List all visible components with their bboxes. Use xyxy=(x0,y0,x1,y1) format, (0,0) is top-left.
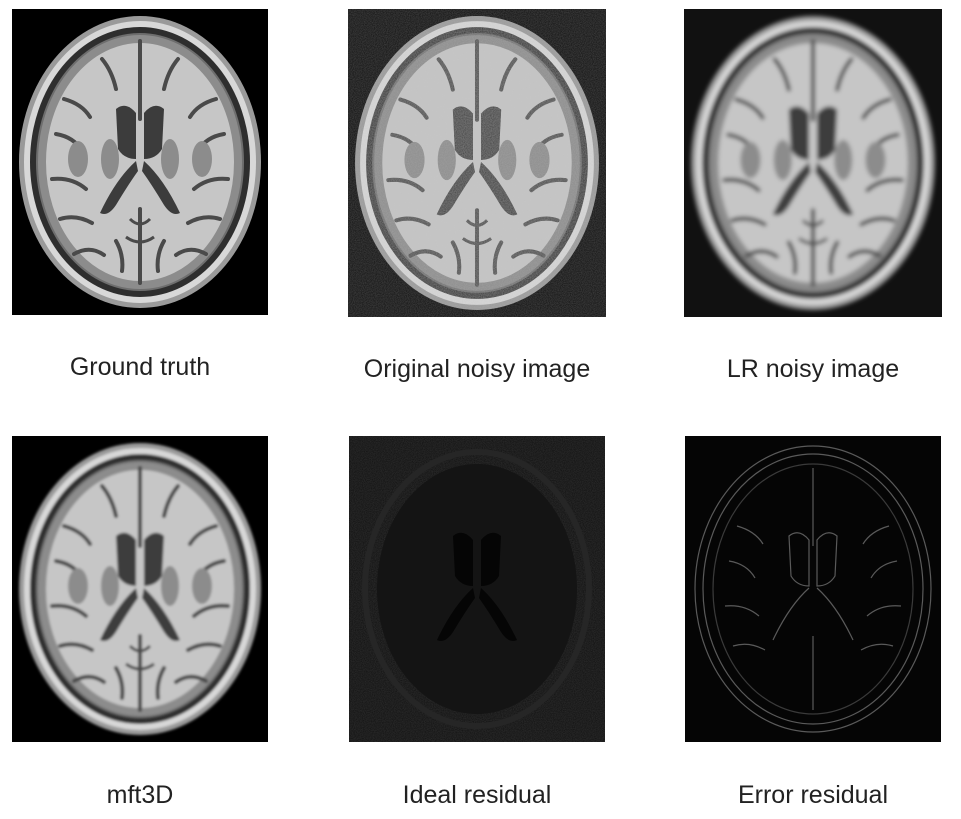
mft3d-image xyxy=(12,436,268,742)
original-noisy-image xyxy=(348,9,606,317)
caption-lr-noisy-image: LR noisy image xyxy=(726,355,900,383)
caption-ideal-residual: Ideal residual xyxy=(402,781,552,809)
caption-ground-truth: Ground truth xyxy=(69,353,211,381)
ideal-residual-image xyxy=(349,436,605,742)
caption-error-residual: Error residual xyxy=(737,781,889,809)
error-residual-image xyxy=(685,436,941,742)
caption-mft3d: mft3D xyxy=(106,781,174,809)
ground-truth-image xyxy=(12,9,268,315)
caption-original-noisy-image: Original noisy image xyxy=(363,355,591,383)
lr-noisy-image xyxy=(684,9,942,317)
